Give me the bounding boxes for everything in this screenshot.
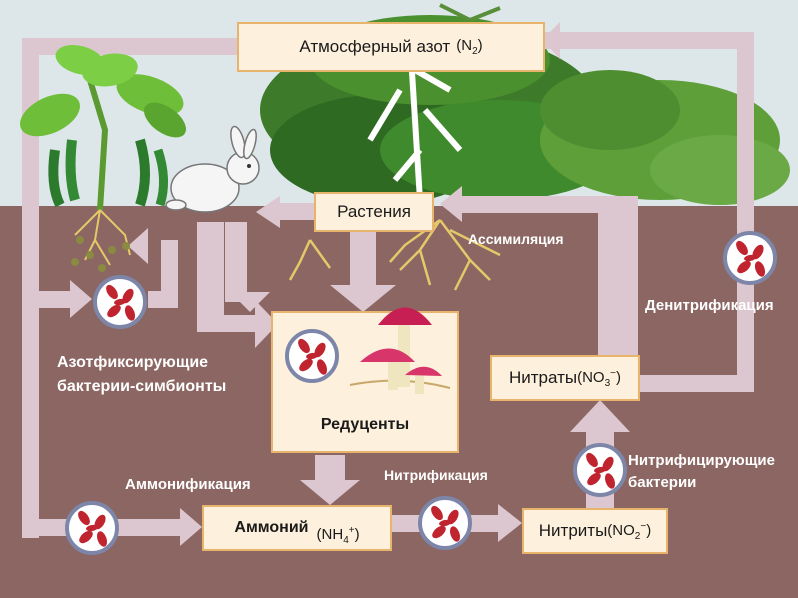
atmosphere-sub: 2	[472, 46, 478, 57]
ammonification-label: Аммонификация	[125, 476, 251, 493]
denitrification-label: Денитрификация	[645, 297, 774, 314]
nitrites-node: Нитриты (NO2−)	[522, 508, 668, 554]
plants-label: Растения	[337, 202, 411, 221]
ammonium-sub: 4	[343, 534, 349, 546]
nitrites-label: Нитриты	[538, 521, 608, 540]
bean-plant-icon	[20, 45, 187, 272]
nitrates-formula: NO	[582, 368, 605, 386]
atmosphere-formula: N	[461, 37, 473, 54]
nitrates-label: Нитраты	[508, 368, 578, 387]
tree-icon	[260, 3, 790, 205]
plants-node: Растения	[314, 192, 434, 232]
symbiont-bacteria-label: Азотфиксирующие бактерии-симбионты	[57, 351, 226, 399]
nitrifying-bacteria-line2: бактерии	[628, 474, 697, 491]
bacteria-icon	[723, 231, 777, 285]
ammonium-node: Аммоний (NH4+)	[202, 505, 392, 551]
nitrates-node: Нитраты (NO3−)	[490, 355, 640, 401]
ammonium-formula: NH	[321, 525, 344, 543]
nitrification-label: Нитрификация	[384, 467, 488, 483]
assimilation-label: Ассимиляция	[468, 231, 564, 247]
nitrifying-bacteria-line1: Нитрифицирующие	[628, 452, 775, 469]
bacteria-icon	[418, 496, 472, 550]
bacteria-icon	[573, 443, 627, 497]
bacteria-icon	[285, 329, 339, 383]
reducers-label: Редуценты	[320, 416, 410, 433]
nitrites-sub: 2	[634, 530, 641, 542]
atmosphere-label: Атмосферный азот	[299, 37, 451, 56]
ammonium-sup: +	[348, 524, 355, 536]
nitrites-formula: NO	[612, 521, 635, 539]
symbiont-line1: Азотфиксирующие	[57, 354, 209, 371]
symbiont-line2: бактерии-симбионты	[57, 378, 227, 395]
tree-roots	[288, 218, 501, 291]
nitrates-sup: −	[610, 367, 616, 379]
nitrifying-bacteria-label: Нитрифицирующие бактерии	[628, 450, 775, 494]
mushroom-icon	[349, 307, 451, 394]
atmosphere-node: Атмосферный азот (N2)	[237, 22, 545, 72]
bacteria-icon	[93, 275, 147, 329]
nitrates-sub: 3	[604, 377, 611, 389]
nitrites-sup: −	[640, 520, 647, 532]
ammonium-label: Аммоний	[234, 519, 309, 536]
rabbit-icon	[165, 125, 260, 213]
bacteria-icon	[65, 501, 119, 555]
